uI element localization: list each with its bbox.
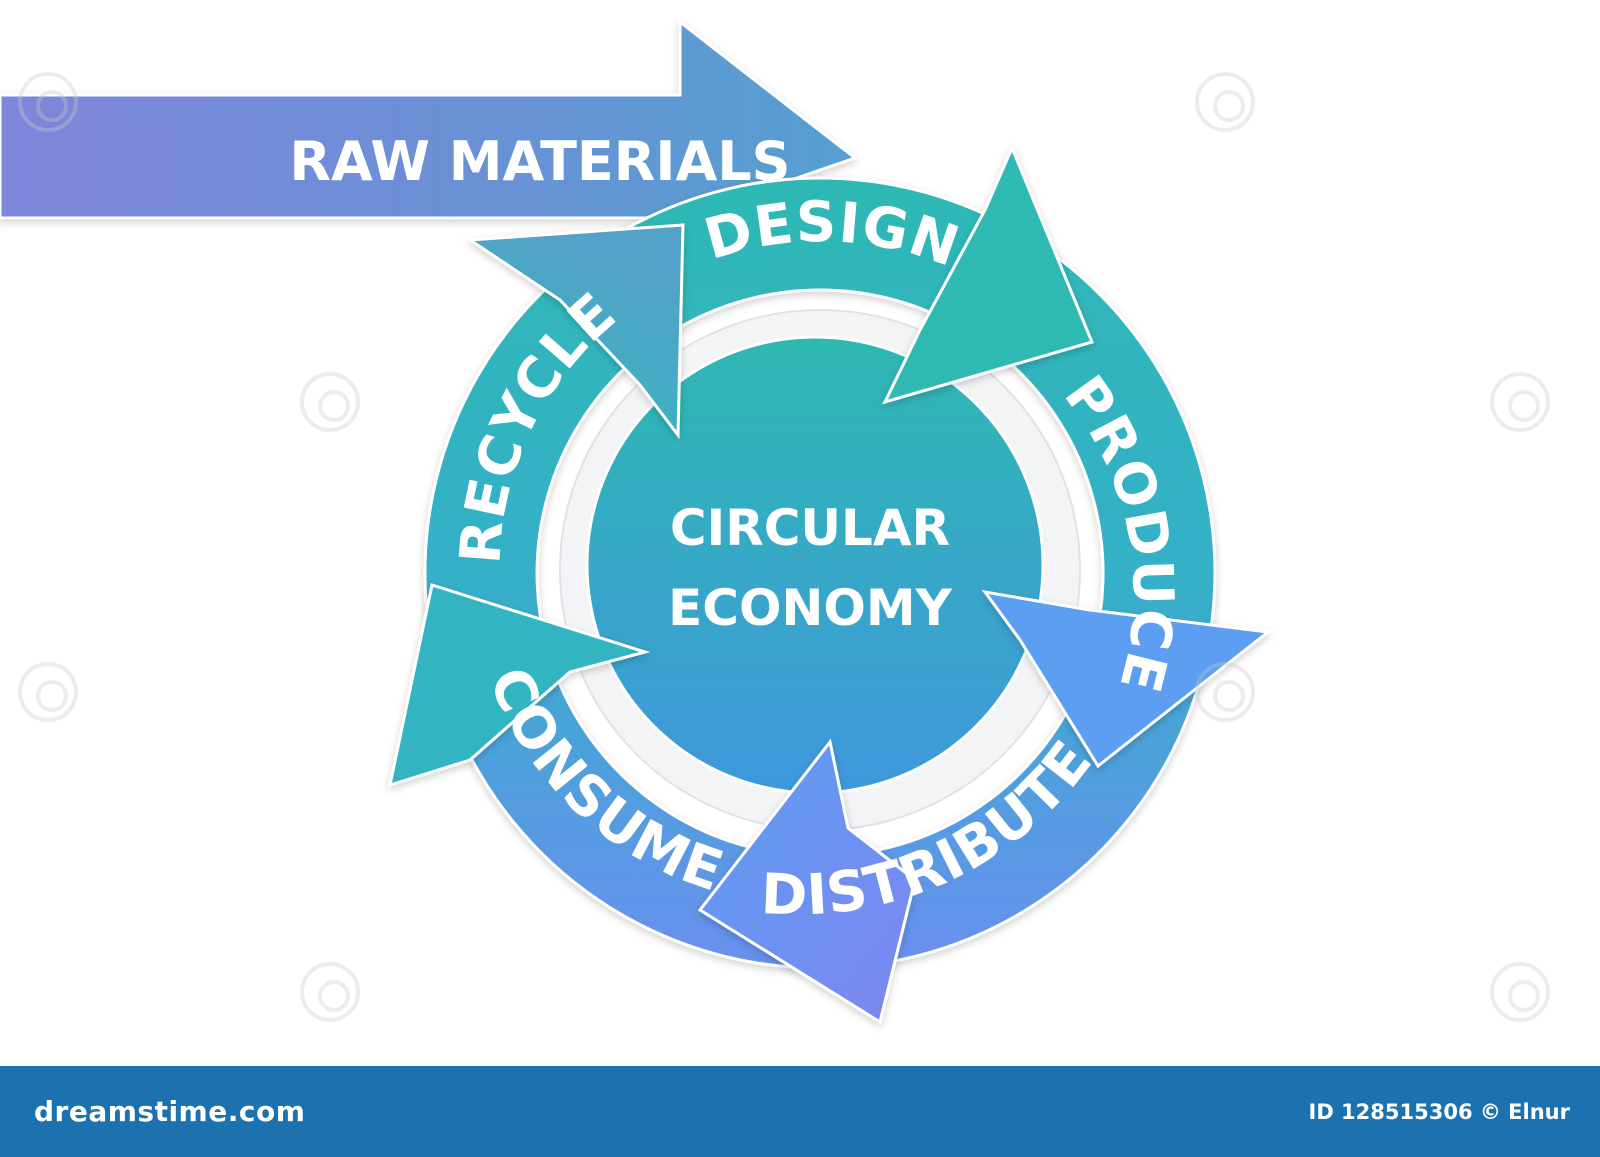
watermark-swirl-icon — [1490, 962, 1550, 1022]
arrowhead-recycle — [465, 223, 685, 440]
raw-materials-label: RAW MATERIALS — [289, 130, 790, 193]
watermark-swirl-icon — [18, 662, 78, 722]
arrowhead-produce — [981, 589, 1272, 769]
watermark-swirl-icon — [300, 962, 360, 1022]
watermark-swirl-icon — [18, 72, 78, 132]
stock-id-credit: ID 128515306 © Elnur — [1308, 1099, 1571, 1124]
center-title-line2: ECONOMY — [668, 579, 952, 637]
raw-materials-arrow — [0, 18, 859, 220]
arrowhead-distribute — [697, 738, 917, 1025]
diagram-canvas: DESIGN PRODUCE DISTRIBUTE CONSUME RECYCL… — [0, 18, 1550, 1025]
arrowhead-design — [882, 144, 1095, 405]
brand-watermark: dreamstime.com — [34, 1095, 306, 1128]
watermark-swirl-icon — [1195, 662, 1255, 722]
watermark-swirl-icon — [1490, 372, 1550, 432]
circular-economy-diagram: DESIGN PRODUCE DISTRIBUTE CONSUME RECYCL… — [0, 18, 1272, 1025]
arrowhead-consume — [388, 583, 651, 788]
center-title-line1: CIRCULAR — [670, 499, 950, 557]
watermark-swirl-icon — [1195, 72, 1255, 132]
watermark-swirl-icon — [300, 372, 360, 432]
stock-footer-bar: dreamstime.com ID 128515306 © Elnur — [0, 1066, 1600, 1157]
